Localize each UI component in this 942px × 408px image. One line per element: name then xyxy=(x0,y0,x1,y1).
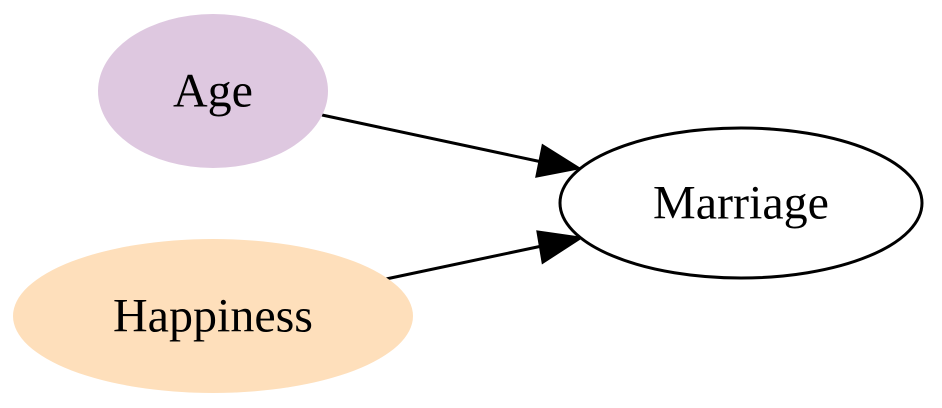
node-age: Age xyxy=(98,14,328,168)
node-happiness-shape xyxy=(13,239,413,393)
edge-age-to-marriage-arrowhead xyxy=(535,143,583,178)
edge-age-to-marriage-line xyxy=(321,113,543,164)
node-happiness: Happiness xyxy=(13,239,413,393)
node-age-shape xyxy=(98,14,328,168)
edge-happiness-to-marriage-arrowhead xyxy=(536,230,585,265)
node-age-label: Age xyxy=(173,65,253,118)
node-marriage-shape xyxy=(558,126,924,280)
node-happiness-label: Happiness xyxy=(113,290,313,343)
node-marriage: Marriage xyxy=(558,126,924,280)
node-marriage-label: Marriage xyxy=(653,177,829,230)
edge-age-to-marriage xyxy=(321,113,583,178)
edge-happiness-to-marriage-line xyxy=(385,244,543,281)
edge-happiness-to-marriage xyxy=(385,230,585,281)
